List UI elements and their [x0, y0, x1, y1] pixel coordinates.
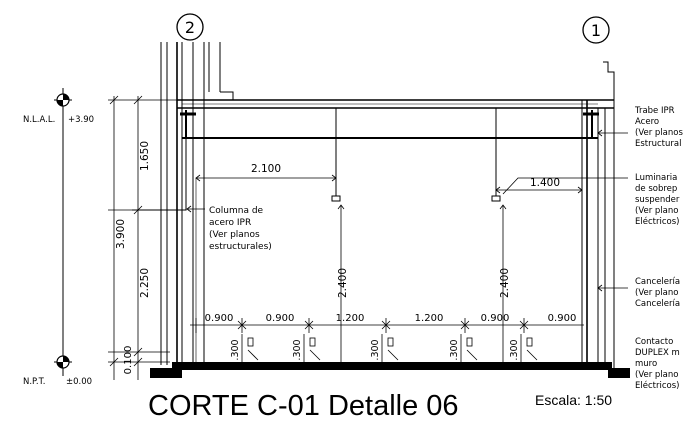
dim-spacing-4: 1.200	[415, 313, 444, 324]
svg-text:estructurales): estructurales)	[209, 242, 272, 252]
dim-spacing-2: 0.900	[266, 313, 295, 324]
dim-luminaire-height-right: 2.400	[499, 268, 511, 298]
luminaire-dimension-lines	[195, 174, 583, 194]
dim-upper-height: 1.650	[139, 141, 151, 171]
luminaire-left	[331, 108, 345, 362]
note-luminaire: Luminaria de sobrep suspender (Ver plano…	[635, 173, 680, 227]
dim-spacing-1: 0.900	[205, 313, 234, 324]
dim-luminaire-left: 2.100	[251, 163, 281, 175]
note-column: Columna de acero IPR (Ver planos estruct…	[209, 206, 272, 252]
svg-text:Contacto: Contacto	[635, 337, 673, 347]
svg-text:Cancelería: Cancelería	[635, 277, 680, 287]
nlal-value: +3.90	[68, 115, 94, 125]
svg-text:(Ver plano: (Ver plano	[635, 288, 678, 298]
npt-label: N.P.T.	[23, 377, 45, 387]
dim-contact-2: .300	[292, 339, 303, 360]
svg-text:DUPLEX m: DUPLEX m	[635, 348, 680, 358]
svg-text:Trabe IPR: Trabe IPR	[634, 106, 675, 116]
svg-text:Columna de: Columna de	[209, 206, 264, 216]
note-contact: Contacto DUPLEX m muro (Ver plano Eléctr…	[635, 337, 680, 391]
grid-axis-2: 2	[176, 13, 204, 41]
level-marker-top	[54, 88, 72, 376]
luminaire-right	[491, 108, 507, 362]
svg-text:(Ver plano: (Ver plano	[635, 206, 678, 216]
dim-spacing-6: 0.900	[548, 313, 577, 324]
svg-text:Eléctricos): Eléctricos)	[635, 380, 679, 391]
note-cancel: Cancelería (Ver plano Cancelería	[635, 277, 680, 309]
svg-text:2: 2	[185, 18, 195, 37]
svg-text:de sobrep: de sobrep	[635, 184, 677, 194]
dim-total-height: 3.900	[115, 219, 127, 249]
note-beam: Trabe IPR Acero (Ver planos Estructural	[634, 106, 683, 149]
dim-spacing-5: 0.900	[481, 313, 510, 324]
note-leaders	[186, 129, 628, 292]
svg-text:(Ver plano: (Ver plano	[635, 370, 678, 380]
dim-spacing-3: 1.200	[336, 313, 365, 324]
svg-text:suspender: suspender	[635, 195, 680, 205]
dim-base-height: 0.100	[123, 346, 134, 375]
svg-text:Luminaria: Luminaria	[635, 173, 677, 183]
nlal-label: N.L.A.L.	[23, 115, 55, 125]
svg-text:Acero: Acero	[635, 117, 659, 127]
svg-text:(Ver planos: (Ver planos	[209, 230, 260, 240]
contact-outlets	[241, 334, 538, 362]
grid-axis-1: 1	[582, 16, 610, 44]
drawing-scale: Escala: 1:50	[535, 392, 613, 408]
dim-lower-height: 2.250	[139, 268, 151, 298]
dim-luminaire-height-left: 2.400	[337, 268, 349, 298]
dim-contact-5: .300	[509, 339, 520, 360]
svg-text:Estructural: Estructural	[635, 139, 681, 149]
dim-contact-4: .300	[449, 339, 460, 360]
svg-text:muro: muro	[635, 359, 657, 369]
svg-text:Cancelería: Cancelería	[635, 299, 680, 309]
dim-contact-3: .300	[370, 339, 381, 360]
drawing-title: CORTE C-01 Detalle 06	[148, 390, 459, 422]
dim-luminaire-right: 1.400	[530, 177, 560, 189]
level-marker-bottom	[54, 355, 72, 369]
svg-text:1: 1	[591, 21, 601, 40]
npt-value: ±0.00	[66, 377, 92, 387]
vertical-dimension-lines	[108, 95, 180, 380]
svg-text:Eléctricos): Eléctricos)	[635, 216, 679, 227]
floor-slab	[150, 362, 630, 378]
svg-text:acero IPR: acero IPR	[209, 218, 251, 228]
dim-contact-1: .300	[230, 339, 241, 360]
spacing-dimension-line	[190, 318, 584, 333]
svg-text:(Ver planos: (Ver planos	[635, 128, 683, 138]
structure	[132, 42, 615, 370]
